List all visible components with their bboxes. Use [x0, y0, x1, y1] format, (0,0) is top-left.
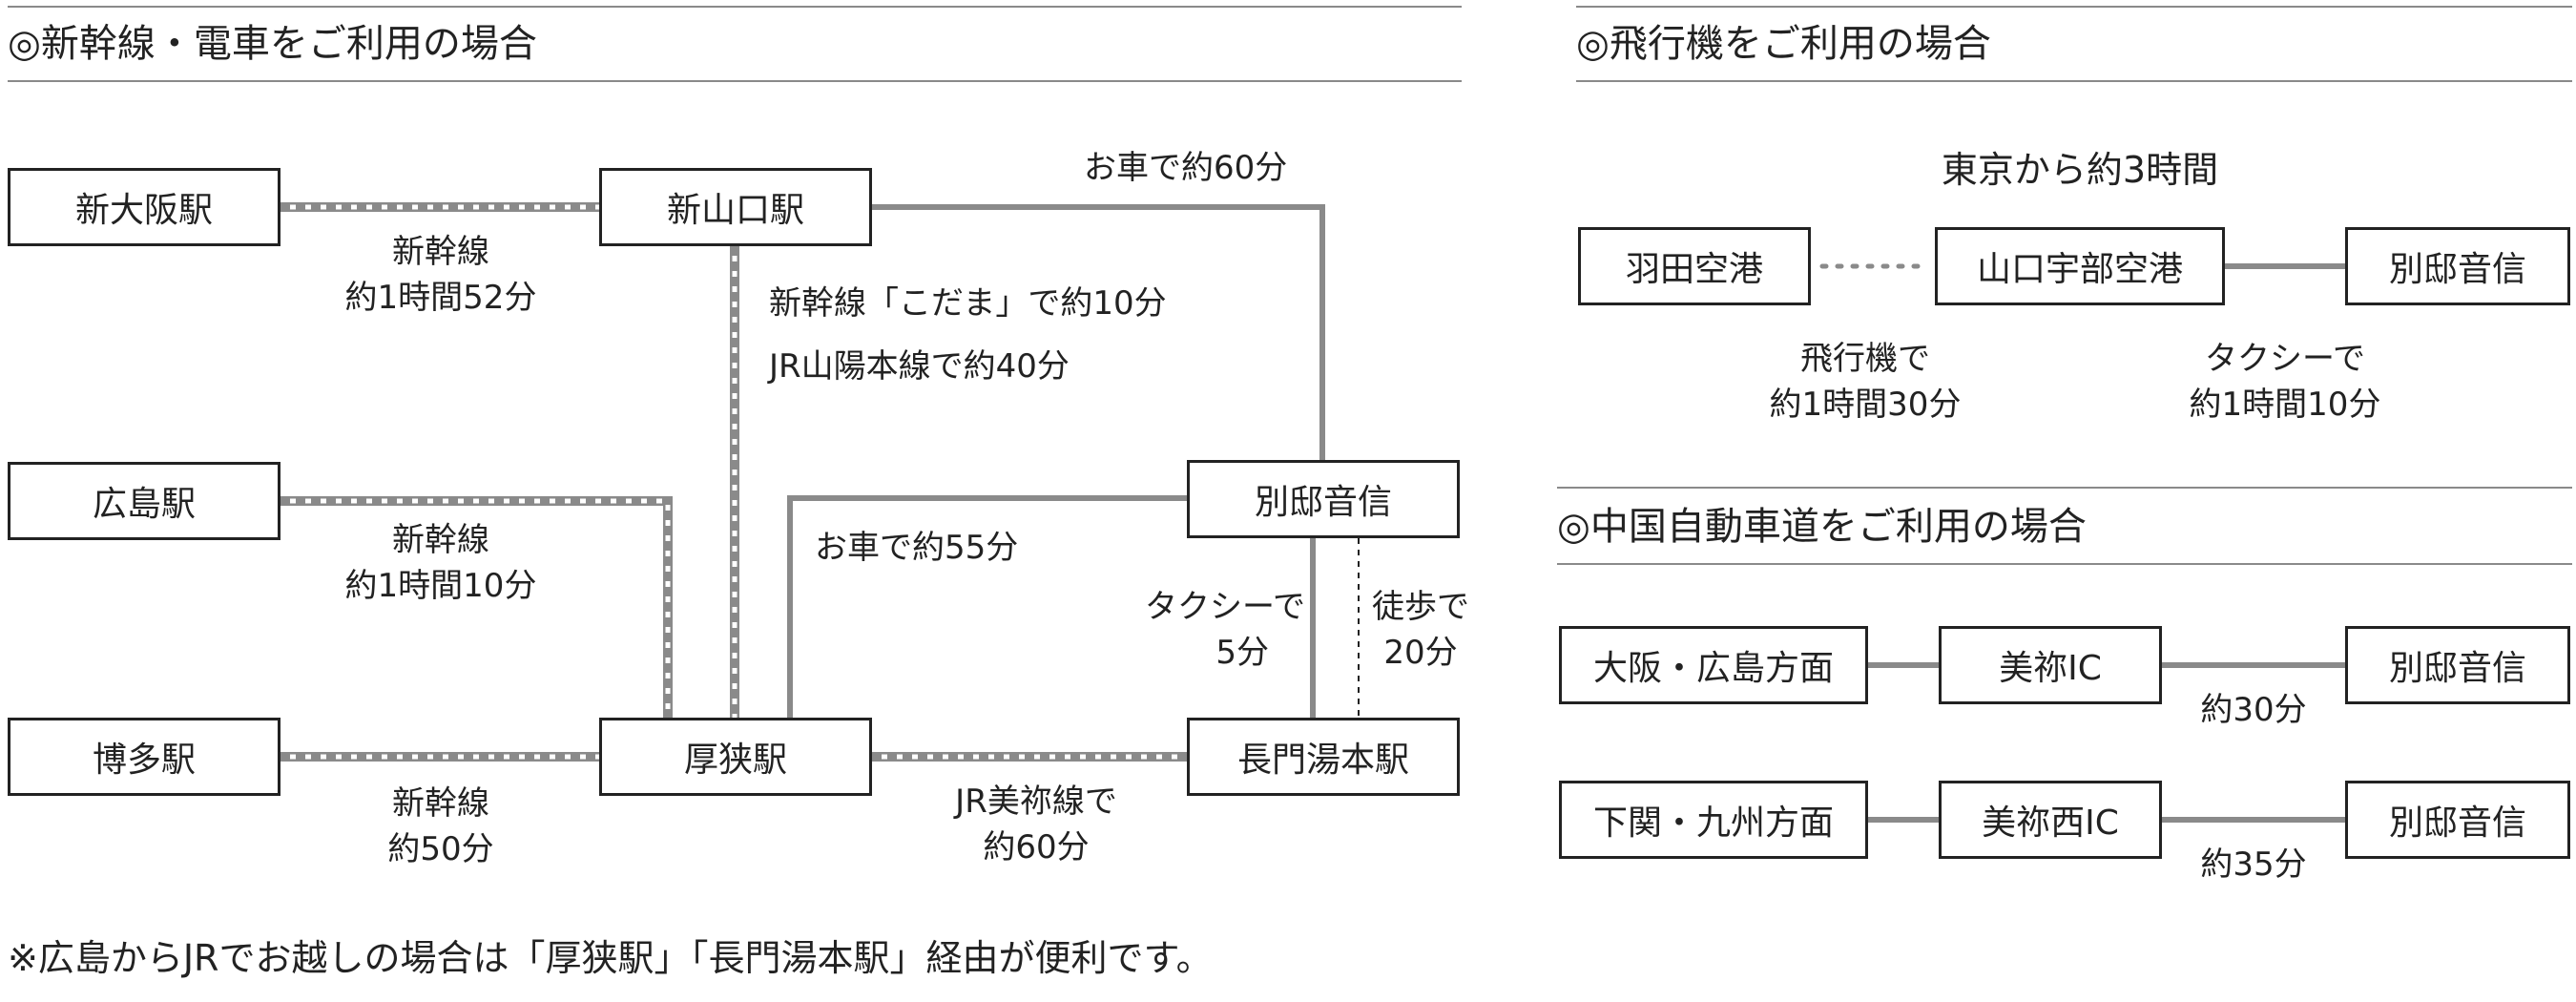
destination-otozure: 別邸音信 [1187, 460, 1460, 538]
station-shin-osaka: 新大阪駅 [8, 168, 280, 246]
road-yamaguchi-otozure [872, 204, 1325, 460]
route-label-taxi: タクシーで 5分 [1145, 588, 1305, 672]
route-origin-shimonoseki-kyushu: 下関・九州方面 [1559, 781, 1868, 859]
road-asa-otozure [787, 495, 1187, 718]
route-ic-mine: 美祢IC [1939, 626, 2162, 704]
air-section-title-rule [1576, 80, 2572, 82]
station-hiroshima: 広島駅 [8, 462, 280, 540]
train-section-top-rule [8, 6, 1462, 8]
route-label-mine-line: JR美祢線で 約60分 [955, 783, 1117, 866]
expressway-section-title: ◎中国自動車道をご利用の場合 [1557, 505, 2087, 549]
air-section-top-rule [1576, 6, 2572, 8]
access-note: ※広島からJRでお越しの場合は「厚狭駅」「長門湯本駅」経由が便利です。 [8, 937, 1213, 979]
route-label-hakata-shinkansen: 新幹線 約50分 [387, 784, 494, 868]
rail-hiroshima-asa-dash [280, 498, 671, 718]
route-label-walk: 徒歩で 20分 [1372, 588, 1469, 672]
route-time-mine-west: 約35分 [2200, 845, 2307, 884]
route-label-asa-car: お車で約55分 [815, 529, 1019, 567]
air-leg-taxi: タクシーで 約1時間10分 [2189, 340, 2381, 424]
air-leg-flight: 飛行機で 約1時間30分 [1769, 340, 1962, 424]
stop-yamaguchi-ube: 山口宇部空港 [1935, 227, 2225, 305]
stop-otozure-air: 別邸音信 [2345, 227, 2570, 305]
train-section-title-rule [8, 80, 1462, 82]
air-section-title: ◎飛行機をご利用の場合 [1576, 22, 1991, 66]
route-time-mine: 約30分 [2200, 691, 2307, 729]
route-origin-osaka-hiroshima: 大阪・広島方面 [1559, 626, 1868, 704]
rail-lines [280, 202, 1187, 762]
station-nagato-yumoto: 長門湯本駅 [1187, 718, 1460, 796]
station-shin-yamaguchi: 新山口駅 [599, 168, 872, 246]
station-asa: 厚狭駅 [599, 718, 872, 796]
route-label-kodama: 新幹線「こだま」で約10分 [769, 284, 1167, 323]
route-label-sanyo-line: JR山陽本線で約40分 [769, 347, 1070, 386]
route-dest-otozure-1: 別邸音信 [2345, 626, 2570, 704]
station-hakata: 博多駅 [8, 718, 280, 796]
route-label-hiroshima-shinkansen: 新幹線 約1時間10分 [344, 521, 537, 605]
train-section-title: ◎新幹線・電車をご利用の場合 [8, 22, 537, 66]
expressway-section-top-rule [1557, 487, 2572, 489]
route-dest-otozure-2: 別邸音信 [2345, 781, 2570, 859]
expressway-section-title-rule [1557, 563, 2572, 565]
air-caption: 東京から約3時間 [1941, 149, 2219, 191]
route-label-yamaguchi-car: お車で約60分 [1084, 149, 1288, 187]
stop-haneda: 羽田空港 [1578, 227, 1811, 305]
route-ic-mine-west: 美祢西IC [1939, 781, 2162, 859]
road-lines [787, 204, 2345, 823]
route-label-osaka-shinkansen: 新幹線 約1時間52分 [344, 233, 537, 317]
